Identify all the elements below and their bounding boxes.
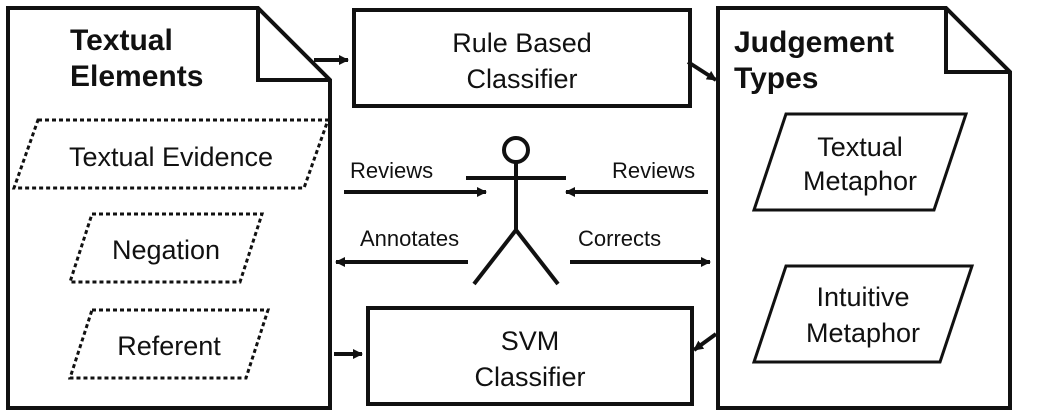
judgement-types-document: Judgement Types Textual Metaphor Intuiti… — [716, 6, 1012, 410]
arrow-rule-to-judgement — [686, 60, 718, 82]
negation-label: Negation — [112, 235, 220, 265]
negation-item: Negation — [67, 212, 265, 284]
textual-metaphor-item: Textual Metaphor — [751, 112, 969, 212]
rule-based-classifier-line2: Classifier — [466, 64, 577, 94]
intuitive-metaphor-item: Intuitive Metaphor — [751, 264, 975, 364]
arrow-corrects: Corrects — [570, 226, 711, 267]
arrow-reviews-left: Reviews — [344, 158, 487, 197]
textual-metaphor-line1: Textual — [817, 132, 903, 162]
textual-evidence-item: Textual Evidence — [11, 118, 331, 190]
rule-based-classifier-line1: Rule Based — [452, 28, 592, 58]
arrow-judgement-to-svm — [692, 332, 718, 352]
intuitive-metaphor-line1: Intuitive — [816, 282, 909, 312]
referent-item: Referent — [67, 308, 271, 380]
human-actor-icon — [466, 136, 566, 286]
svm-classifier-box: SVM Classifier — [366, 306, 694, 406]
annotates-label: Annotates — [360, 226, 459, 251]
judgement-types-title-line1: Judgement — [734, 26, 894, 59]
reviews-right-label: Reviews — [612, 158, 695, 183]
textual-metaphor-line2: Metaphor — [803, 166, 917, 196]
referent-label: Referent — [117, 331, 221, 361]
judgement-types-title-line2: Types — [734, 62, 818, 95]
corrects-label: Corrects — [578, 226, 661, 251]
textual-elements-title-line1: Textual — [70, 24, 173, 57]
textual-evidence-label: Textual Evidence — [69, 142, 273, 172]
arrow-annotates: Annotates — [335, 226, 468, 267]
rule-based-classifier-box: Rule Based Classifier — [352, 8, 692, 108]
reviews-left-label: Reviews — [350, 158, 433, 183]
arrow-reviews-right: Reviews — [565, 158, 708, 197]
intuitive-metaphor-line2: Metaphor — [806, 318, 920, 348]
textual-elements-document: Textual Elements Textual Evidence Negati… — [6, 6, 332, 410]
textual-elements-title-line2: Elements — [70, 60, 203, 93]
svm-classifier-line1: SVM — [501, 326, 560, 356]
svm-classifier-line2: Classifier — [474, 362, 585, 392]
